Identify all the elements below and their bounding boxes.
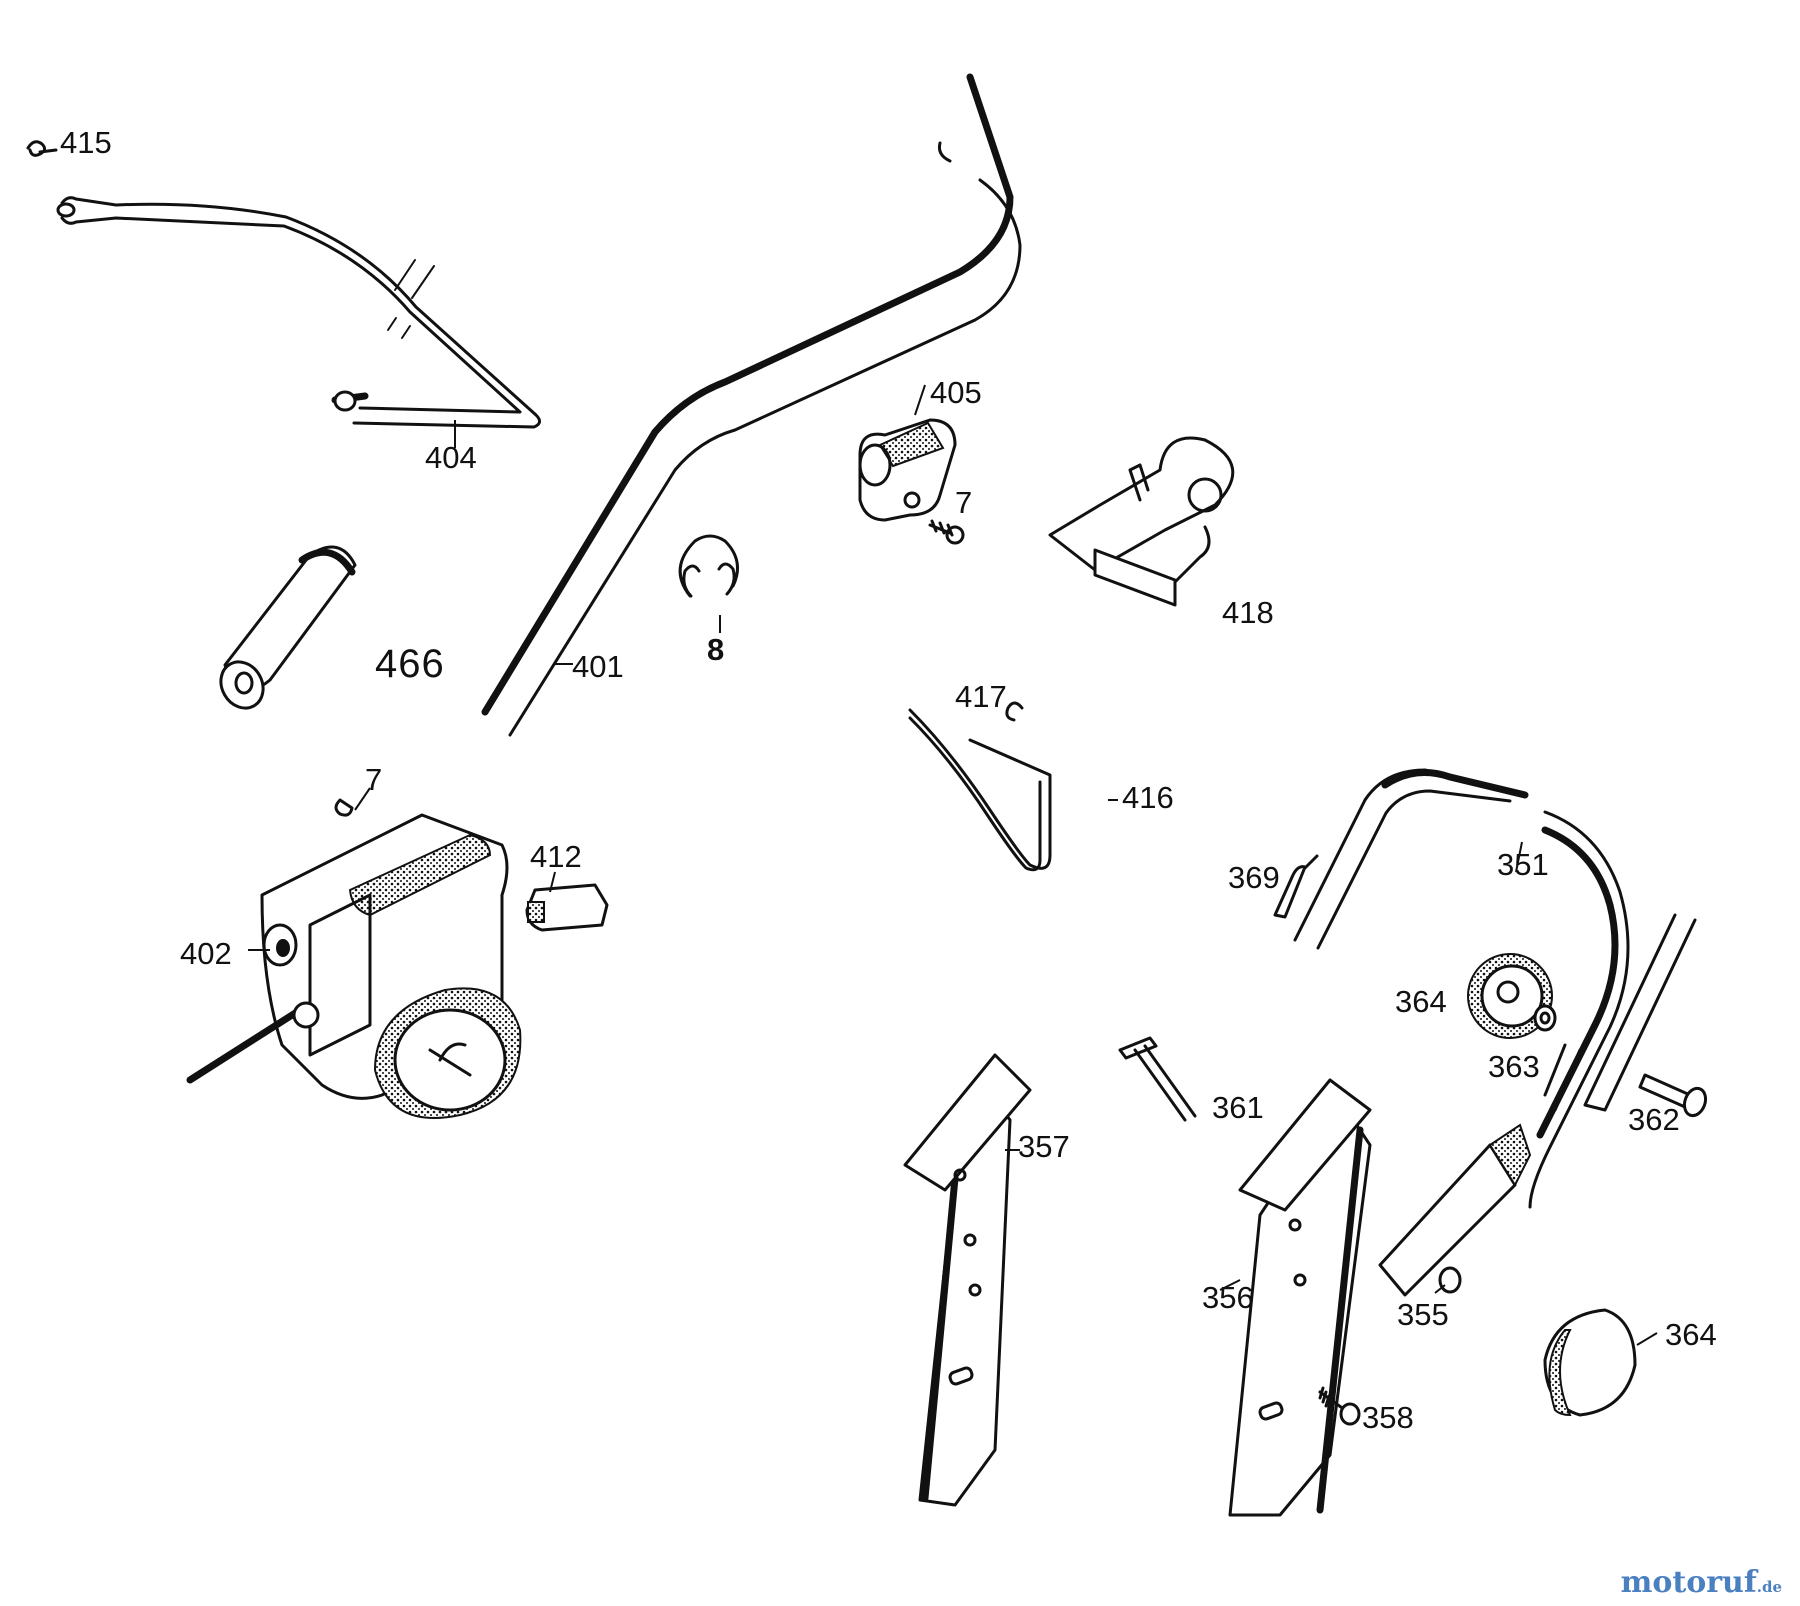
label-356: 356 bbox=[1202, 1280, 1254, 1315]
part-364-cap: 364 bbox=[1543, 1308, 1717, 1417]
part-363-washer: 363 bbox=[1488, 1004, 1557, 1084]
part-401-handle: 401 bbox=[481, 73, 1022, 737]
label-415: 415 bbox=[60, 125, 112, 160]
part-8-clip: 8 bbox=[678, 534, 739, 667]
label-401: 401 bbox=[572, 649, 624, 684]
label-361: 361 bbox=[1212, 1090, 1264, 1125]
part-364-gear: 364 bbox=[1395, 953, 1553, 1039]
label-7-upper: 7 bbox=[955, 485, 972, 520]
label-402: 402 bbox=[180, 936, 232, 971]
part-357-plate: 357 bbox=[903, 1053, 1070, 1507]
part-418-lever: 418 bbox=[1048, 436, 1274, 630]
watermark-suffix: .de bbox=[1756, 1578, 1782, 1596]
part-416-bail: 417 416 bbox=[908, 679, 1174, 872]
label-466: 466 bbox=[375, 642, 445, 686]
label-357: 357 bbox=[1018, 1129, 1070, 1164]
part-7-screw: 7 bbox=[334, 762, 382, 817]
part-358-screw: 358 bbox=[1318, 1386, 1414, 1435]
label-404: 404 bbox=[425, 440, 477, 475]
part-356-plate: 356 bbox=[1202, 1078, 1372, 1517]
part-402-gearbox: 402 bbox=[180, 813, 522, 1119]
label-418: 418 bbox=[1222, 595, 1274, 630]
label-363: 363 bbox=[1488, 1049, 1540, 1084]
label-358: 358 bbox=[1362, 1400, 1414, 1435]
part-362-bolt: 362 bbox=[1628, 1073, 1708, 1137]
part-412-knob: 412 bbox=[525, 839, 609, 932]
label-362: 362 bbox=[1628, 1102, 1680, 1137]
part-361-pin: 361 bbox=[1118, 1036, 1264, 1125]
part-415-clip: 415 bbox=[26, 125, 112, 160]
label-7-lower: 7 bbox=[365, 762, 382, 797]
label-405: 405 bbox=[930, 375, 982, 410]
label-8: 8 bbox=[707, 632, 724, 667]
label-369: 369 bbox=[1228, 860, 1280, 895]
part-351-arm: 351 bbox=[1293, 768, 1630, 1209]
part-side-rail bbox=[1543, 913, 1697, 1112]
part-369-lever: 369 bbox=[1228, 854, 1319, 919]
part-404-rod: 404 bbox=[56, 196, 541, 475]
label-364-lower: 364 bbox=[1665, 1317, 1717, 1352]
label-355: 355 bbox=[1397, 1297, 1449, 1332]
part-466-grip: 466 bbox=[219, 545, 445, 710]
part-355-arm: 355 bbox=[1378, 1123, 1532, 1332]
label-351: 351 bbox=[1497, 847, 1549, 882]
watermark-logo: motoruf.de bbox=[1621, 1565, 1782, 1600]
label-416: 416 bbox=[1122, 780, 1174, 815]
label-412: 412 bbox=[530, 839, 582, 874]
watermark-brand: motoruf bbox=[1620, 1565, 1757, 1600]
label-364-upper: 364 bbox=[1395, 984, 1447, 1019]
label-417: 417 bbox=[955, 679, 1007, 714]
part-405-bracket: 405 7 bbox=[858, 375, 982, 545]
